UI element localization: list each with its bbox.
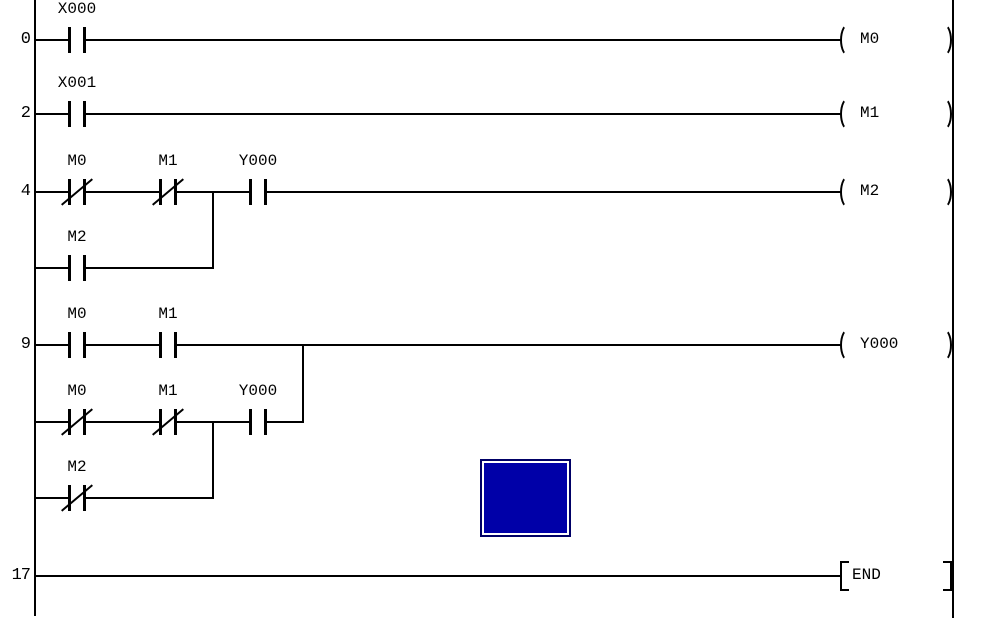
- contact-label: M2: [67, 458, 87, 476]
- rung-line-9: [36, 344, 841, 346]
- end-instruction[interactable]: END: [840, 561, 952, 591]
- branch-connector-rung9-right: [302, 344, 304, 423]
- contact-x001[interactable]: X001: [58, 75, 96, 127]
- contact-label: X000: [57, 0, 97, 18]
- contact-m2-nc[interactable]: M2: [59, 459, 95, 512]
- coil-y000[interactable]: Y000: [840, 328, 952, 362]
- contact-gap: [162, 341, 174, 349]
- contact-label: X001: [57, 74, 97, 92]
- contact-m0-nc[interactable]: M0: [59, 153, 95, 206]
- contact-label: Y000: [238, 152, 278, 170]
- step-number-17: 17: [11, 566, 31, 585]
- nc-slash-icon: [152, 408, 184, 436]
- rung-line-17: [36, 575, 841, 577]
- contact-label: M0: [67, 382, 87, 400]
- step-number-4: 4: [20, 182, 31, 201]
- contact-label: M0: [67, 152, 87, 170]
- nc-slash-icon: [152, 178, 184, 206]
- branch-row-line-rung4: [36, 267, 214, 269]
- contact-label: Y000: [238, 382, 278, 400]
- nc-slash-icon: [61, 484, 93, 512]
- branch-row-line-rung9b: [36, 497, 214, 499]
- nc-slash-icon: [61, 408, 93, 436]
- contact-gap: [252, 188, 264, 196]
- contact-m2-no[interactable]: M2: [59, 229, 95, 281]
- contact-label: M0: [67, 305, 87, 323]
- contact-gap: [71, 110, 83, 118]
- edit-cursor[interactable]: [480, 459, 571, 537]
- contact-m1-nc[interactable]: M1: [150, 153, 186, 206]
- coil-m1[interactable]: M1: [840, 97, 952, 131]
- rung-line-2: [36, 113, 841, 115]
- contact-m1-no[interactable]: M1: [150, 306, 186, 358]
- branch-connector-rung9-left: [212, 421, 214, 499]
- coil-label: M2: [860, 182, 880, 200]
- coil-label: M0: [860, 30, 880, 48]
- contact-gap: [71, 341, 83, 349]
- contact-gap: [71, 264, 83, 272]
- contact-m0-nc-2[interactable]: M0: [59, 383, 95, 436]
- coil-m0[interactable]: M0: [840, 23, 952, 57]
- right-power-rail: [952, 0, 954, 618]
- contact-x000[interactable]: X000: [58, 1, 96, 53]
- nc-slash-icon: [61, 178, 93, 206]
- step-number-0: 0: [20, 30, 31, 49]
- contact-m0-no[interactable]: M0: [59, 306, 95, 358]
- contact-y000-no[interactable]: Y000: [239, 153, 277, 205]
- branch-connector-rung4: [212, 191, 214, 269]
- end-instruction-label: END: [852, 566, 881, 584]
- step-number-2: 2: [20, 104, 31, 123]
- contact-gap: [252, 418, 264, 426]
- left-power-rail: [34, 0, 36, 616]
- contact-label: M1: [158, 152, 178, 170]
- contact-gap: [71, 36, 83, 44]
- contact-m1-nc-2[interactable]: M1: [150, 383, 186, 436]
- contact-y000-no-2[interactable]: Y000: [239, 383, 277, 435]
- contact-label: M1: [158, 382, 178, 400]
- step-number-9: 9: [20, 335, 31, 354]
- rung-line-0: [36, 39, 841, 41]
- contact-label: M1: [158, 305, 178, 323]
- coil-m2[interactable]: M2: [840, 175, 952, 209]
- coil-label: M1: [860, 104, 880, 122]
- contact-label: M2: [67, 228, 87, 246]
- coil-label: Y000: [860, 335, 899, 353]
- rung-line-4: [36, 191, 841, 193]
